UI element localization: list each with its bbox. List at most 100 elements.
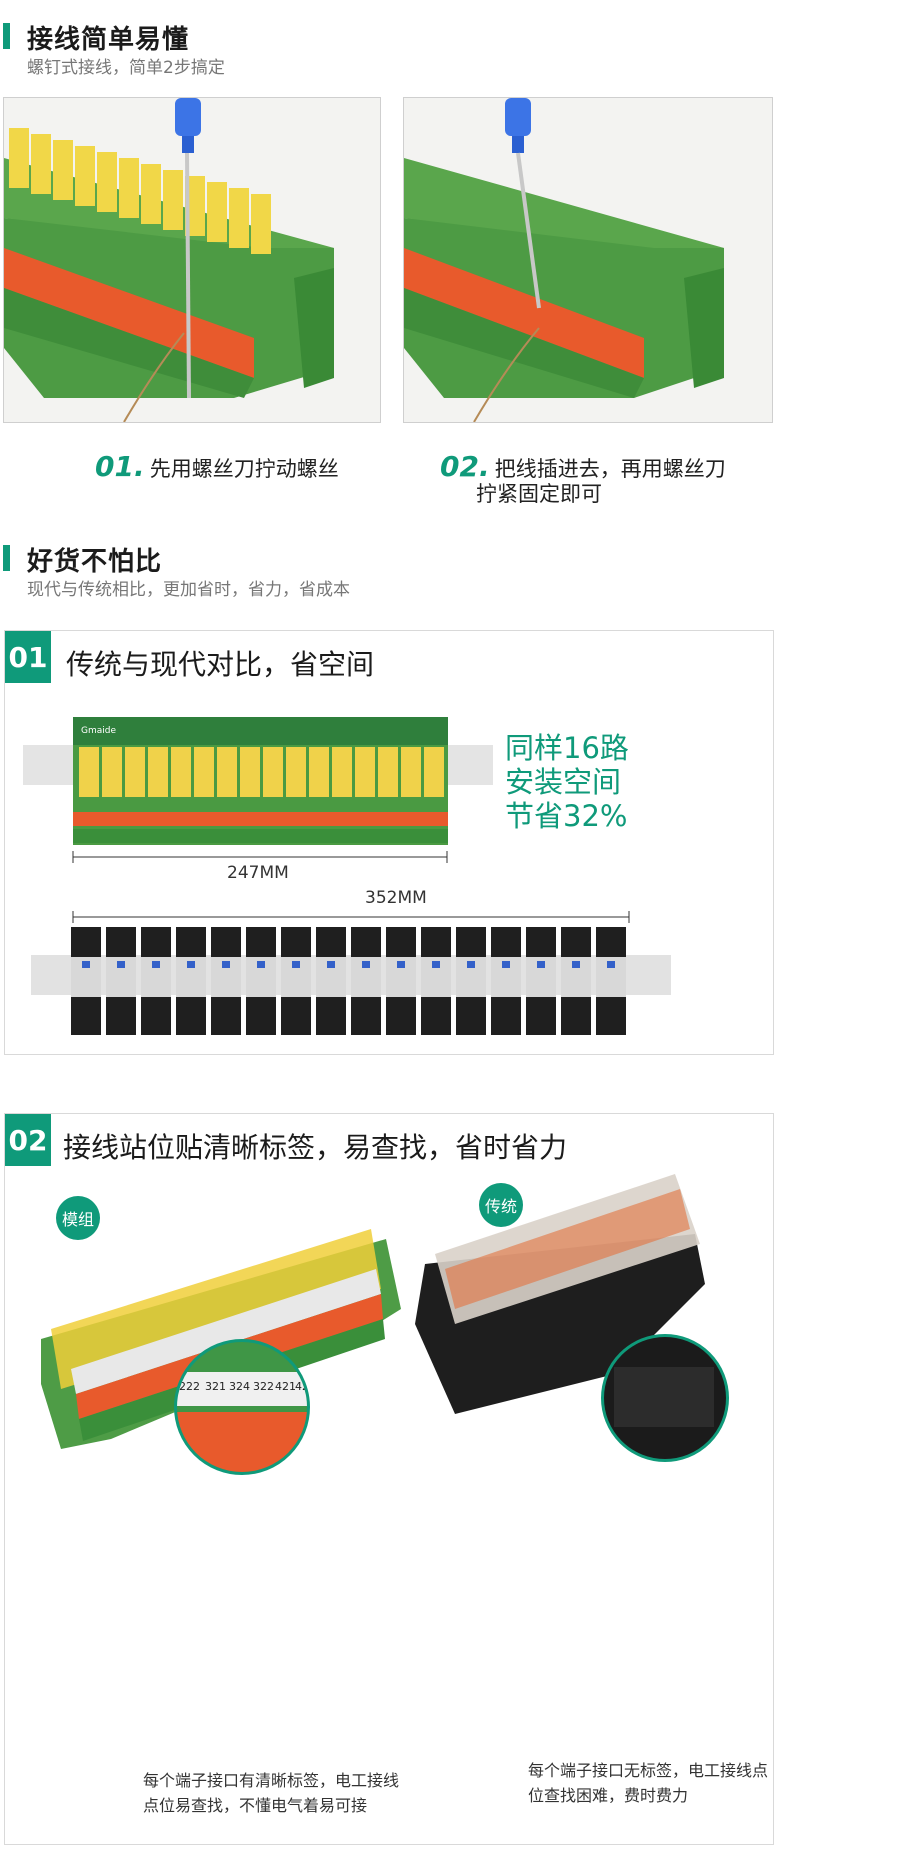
unlabeled-traditional-relay-image <box>415 1174 705 1414</box>
relay-block <box>31 134 51 194</box>
relay-block <box>217 747 237 797</box>
relay-socket-bottom <box>386 997 416 1035</box>
step-2-text-line2: 拧紧固定即可 <box>476 482 602 506</box>
step1-photo <box>3 97 381 423</box>
relay-block <box>9 128 29 188</box>
section-accent-bar <box>3 545 10 571</box>
relay-socket-bottom <box>71 997 101 1035</box>
relay-socket-top <box>141 927 171 957</box>
zoom-label-322: 322 <box>253 1380 274 1393</box>
relay-indicator <box>467 961 475 968</box>
modern-relay-module-image: Gmaide <box>23 717 493 845</box>
step-2-number: 02. <box>440 450 490 483</box>
section-title: 好货不怕比 <box>27 547 163 577</box>
relay-indicator <box>327 961 335 968</box>
step-1: 01. 先用螺丝刀拧动螺丝 <box>95 450 339 483</box>
relay-socket-top <box>176 927 206 957</box>
relay-indicator <box>607 961 615 968</box>
module-caption-line2: 点位易查找，不懂电气着易可接 <box>143 1796 368 1815</box>
relay-socket-bottom <box>491 997 521 1035</box>
zoom-label-42: 42 <box>295 1380 309 1393</box>
relay-block <box>102 747 122 797</box>
relay-block <box>332 747 352 797</box>
zoom-label-222: 222 <box>179 1380 200 1393</box>
step2-photo <box>403 97 773 423</box>
module-zoom-circle: 222 321 324 322 421 42 <box>174 1339 310 1475</box>
step-2-text-line1: 把线插进去，再用螺丝刀 <box>494 457 726 481</box>
relay-block <box>171 747 191 797</box>
relay-block <box>401 747 421 797</box>
traditional-relay-row-image <box>31 927 671 1035</box>
relay-socket-bottom <box>421 997 451 1035</box>
relay-block <box>194 747 214 797</box>
relay-socket-bottom <box>316 997 346 1035</box>
traditional-tag: 传统 <box>479 1183 523 1227</box>
highlight-line-3: 节省32% <box>505 799 628 833</box>
relay-indicator <box>222 961 230 968</box>
zoom-label-421: 421 <box>275 1380 296 1393</box>
relay-socket-bottom <box>561 997 591 1035</box>
relay-socket-bottom <box>211 997 241 1035</box>
panel-badge: 02 <box>5 1114 51 1166</box>
module-caption-line1: 每个端子接口有清晰标签，电工接线 <box>143 1771 400 1790</box>
relay-block <box>207 182 227 242</box>
relay-socket-top <box>351 927 381 957</box>
relay-block <box>141 164 161 224</box>
relay-block <box>125 747 145 797</box>
relay-socket-top <box>246 927 276 957</box>
relay-socket-top <box>421 927 451 957</box>
relay-socket-bottom <box>141 997 171 1035</box>
relay-socket-top <box>71 927 101 957</box>
relay-block <box>119 158 139 218</box>
relay-socket-bottom <box>176 997 206 1035</box>
section-accent-bar <box>3 23 10 49</box>
relay-block <box>251 194 271 254</box>
relay-indicator <box>117 961 125 968</box>
relay-indicator <box>502 961 510 968</box>
module-tag: 模组 <box>56 1196 100 1240</box>
relay-block <box>424 747 444 797</box>
relay-block <box>240 747 260 797</box>
panel-title: 接线站位贴清晰标签，易查找，省时省力 <box>63 1131 568 1164</box>
relay-block <box>378 747 398 797</box>
traditional-dimension-line <box>72 911 630 923</box>
relay-indicator <box>187 961 195 968</box>
relay-block <box>185 176 205 236</box>
step-2: 02. 把线插进去，再用螺丝刀 <box>440 450 726 483</box>
panel-title: 传统与现代对比，省空间 <box>66 648 375 681</box>
relay-indicator <box>537 961 545 968</box>
relay-socket-bottom <box>351 997 381 1035</box>
relay-block <box>309 747 329 797</box>
relay-socket-top <box>316 927 346 957</box>
relay-block <box>286 747 306 797</box>
relay-block <box>163 170 183 230</box>
relay-socket-top <box>281 927 311 957</box>
relay-socket-top <box>456 927 486 957</box>
relay-block <box>75 146 95 206</box>
relay-indicator <box>397 961 405 968</box>
relay-socket-bottom <box>281 997 311 1035</box>
panel-badge: 01 <box>5 631 51 683</box>
relay-socket-top <box>491 927 521 957</box>
highlight-line-1: 同样16路 <box>505 731 629 765</box>
modern-dimension-label: 247MM <box>227 863 289 883</box>
zoom-label-321: 321 <box>205 1380 226 1393</box>
relay-socket-top <box>526 927 556 957</box>
relay-module-wire-insert-image <box>404 98 772 422</box>
traditional-caption-line1: 每个端子接口无标签，电工接线点 <box>528 1761 769 1780</box>
traditional-caption-line2: 位查找困难，费时费力 <box>528 1786 689 1805</box>
comparison-panel-space: 01 传统与现代对比，省空间 Gmaide 247MM 同样16路 安装空间 节… <box>4 630 774 1055</box>
relay-block <box>53 140 73 200</box>
section-subtitle: 螺钉式接线，简单2步搞定 <box>27 58 225 78</box>
relay-socket-top <box>211 927 241 957</box>
relay-block <box>79 747 99 797</box>
relay-block <box>97 152 117 212</box>
relay-indicator <box>432 961 440 968</box>
relay-indicator <box>257 961 265 968</box>
section-subtitle: 现代与传统相比，更加省时，省力，省成本 <box>27 580 350 600</box>
relay-indicator <box>362 961 370 968</box>
step-1-number: 01. <box>95 450 145 483</box>
section-title: 接线简单易懂 <box>27 25 190 55</box>
relay-block <box>229 188 249 248</box>
relay-indicator <box>152 961 160 968</box>
